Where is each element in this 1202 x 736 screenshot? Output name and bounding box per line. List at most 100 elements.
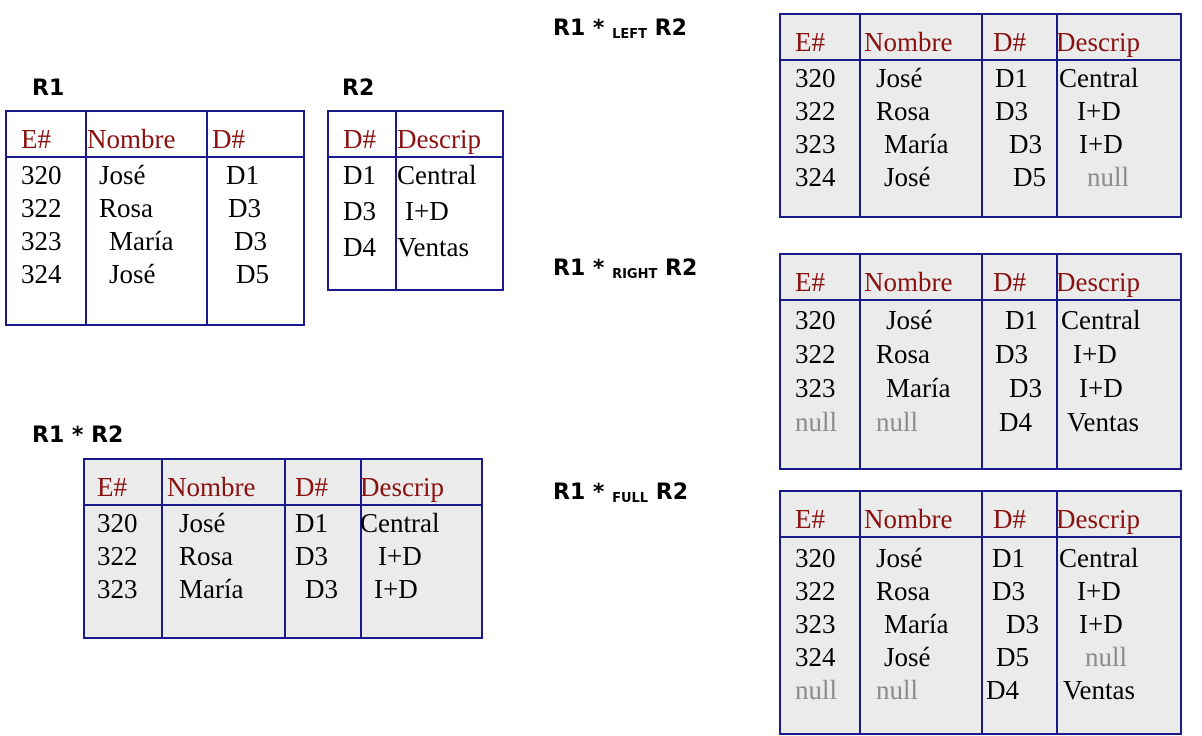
column-header: E# bbox=[795, 504, 825, 534]
column-header: D# bbox=[993, 504, 1026, 534]
table-cell: Rosa bbox=[99, 193, 153, 223]
table-cell: D1 bbox=[226, 160, 259, 190]
table-cell: D3 bbox=[1006, 609, 1039, 639]
title-right-join: R1 * RIGHT R2 bbox=[553, 256, 698, 282]
table-cell: José bbox=[886, 305, 933, 335]
table-cell: I+D bbox=[378, 541, 422, 571]
table-cell: 322 bbox=[795, 576, 836, 606]
header-row bbox=[85, 460, 481, 506]
table-cell: José bbox=[109, 259, 156, 289]
header-row bbox=[781, 492, 1180, 538]
column-divider bbox=[981, 492, 983, 733]
table-cell: 324 bbox=[795, 162, 836, 192]
title-full-pre: R1 * bbox=[553, 480, 613, 505]
column-header: D# bbox=[993, 27, 1026, 57]
table-cell: D3 bbox=[1009, 129, 1042, 159]
table-cell: D1 bbox=[995, 63, 1028, 93]
table-cell: I+D bbox=[1077, 96, 1121, 126]
column-header: D# bbox=[212, 124, 245, 154]
column-divider bbox=[859, 255, 861, 468]
table-cell: 323 bbox=[795, 129, 836, 159]
title-full-sub: FULL bbox=[612, 491, 649, 506]
table-cell: Rosa bbox=[876, 339, 930, 369]
title-right-sub: RIGHT bbox=[612, 267, 658, 282]
table-cell: Central bbox=[1059, 63, 1139, 93]
title-left-post: R2 bbox=[647, 16, 687, 41]
table-cell: D1 bbox=[343, 160, 376, 190]
table-cell: 320 bbox=[795, 63, 836, 93]
column-divider bbox=[161, 460, 163, 637]
table-cell: María bbox=[179, 574, 244, 604]
column-divider bbox=[1056, 492, 1058, 733]
column-header: Descrip bbox=[1056, 267, 1140, 297]
header-row bbox=[781, 255, 1180, 301]
table-cell: 322 bbox=[97, 541, 138, 571]
table-cell: D1 bbox=[1005, 305, 1038, 335]
table-cell: Central bbox=[1059, 543, 1139, 573]
table-cell: 322 bbox=[21, 193, 62, 223]
table-cell: Central bbox=[360, 508, 440, 538]
table-cell: José bbox=[99, 160, 146, 190]
column-header: D# bbox=[343, 124, 376, 154]
table-cell: I+D bbox=[1077, 576, 1121, 606]
title-right-post: R2 bbox=[657, 256, 698, 281]
table-cell: D1 bbox=[992, 543, 1025, 573]
title-r2: R2 bbox=[342, 76, 375, 101]
table-cell: José bbox=[179, 508, 226, 538]
table-cell: José bbox=[884, 642, 931, 672]
table-cell: 323 bbox=[795, 373, 836, 403]
column-divider bbox=[981, 255, 983, 468]
table-cell: José bbox=[884, 162, 931, 192]
column-divider bbox=[85, 112, 87, 324]
column-header: Nombre bbox=[864, 27, 953, 57]
table-cell: José bbox=[876, 543, 923, 573]
table-cell: Rosa bbox=[179, 541, 233, 571]
table-cell: 322 bbox=[795, 96, 836, 126]
table-cell: 320 bbox=[795, 305, 836, 335]
table-cell: María bbox=[884, 609, 949, 639]
title-full-post: R2 bbox=[648, 480, 689, 505]
title-right-pre: R1 * bbox=[553, 256, 613, 281]
table-cell: D3 bbox=[305, 574, 338, 604]
table-cell: Rosa bbox=[876, 576, 930, 606]
table-cell: María bbox=[886, 373, 951, 403]
table-cell: María bbox=[109, 226, 174, 256]
header-row bbox=[781, 15, 1180, 61]
column-header: E# bbox=[97, 472, 127, 502]
table-cell: null bbox=[795, 675, 838, 705]
title-natural-join: R1 * R2 bbox=[32, 423, 124, 448]
table-cell: 320 bbox=[97, 508, 138, 538]
table-cell: I+D bbox=[374, 574, 418, 604]
table-cell: null bbox=[876, 675, 919, 705]
column-header: D# bbox=[993, 267, 1026, 297]
table-cell: D3 bbox=[995, 96, 1028, 126]
column-divider bbox=[206, 112, 208, 324]
column-divider bbox=[360, 460, 362, 637]
table-cell: 323 bbox=[795, 609, 836, 639]
column-header: D# bbox=[295, 472, 328, 502]
table-cell: Ventas bbox=[1063, 675, 1135, 705]
table-cell: 322 bbox=[795, 339, 836, 369]
table-cell: Ventas bbox=[1067, 407, 1139, 437]
column-divider bbox=[1056, 255, 1058, 468]
table-cell: I+D bbox=[1079, 609, 1123, 639]
table-cell: María bbox=[884, 129, 949, 159]
column-divider bbox=[395, 112, 397, 289]
title-full-join: R1 * FULL R2 bbox=[553, 480, 689, 506]
table-cell: D5 bbox=[1013, 162, 1046, 192]
table-cell: Ventas bbox=[397, 232, 469, 262]
table-cell: I+D bbox=[1073, 339, 1117, 369]
title-left-join: R1 * LEFT R2 bbox=[553, 16, 687, 42]
column-header: Descrip bbox=[397, 124, 481, 154]
table-cell: D4 bbox=[343, 232, 376, 262]
table-cell: D3 bbox=[995, 339, 1028, 369]
table-cell: null bbox=[1085, 642, 1128, 672]
title-left-sub: LEFT bbox=[612, 27, 647, 42]
column-header: Descrip bbox=[1056, 504, 1140, 534]
column-divider bbox=[859, 492, 861, 733]
table-cell: Central bbox=[1061, 305, 1141, 335]
table-cell: 323 bbox=[21, 226, 62, 256]
